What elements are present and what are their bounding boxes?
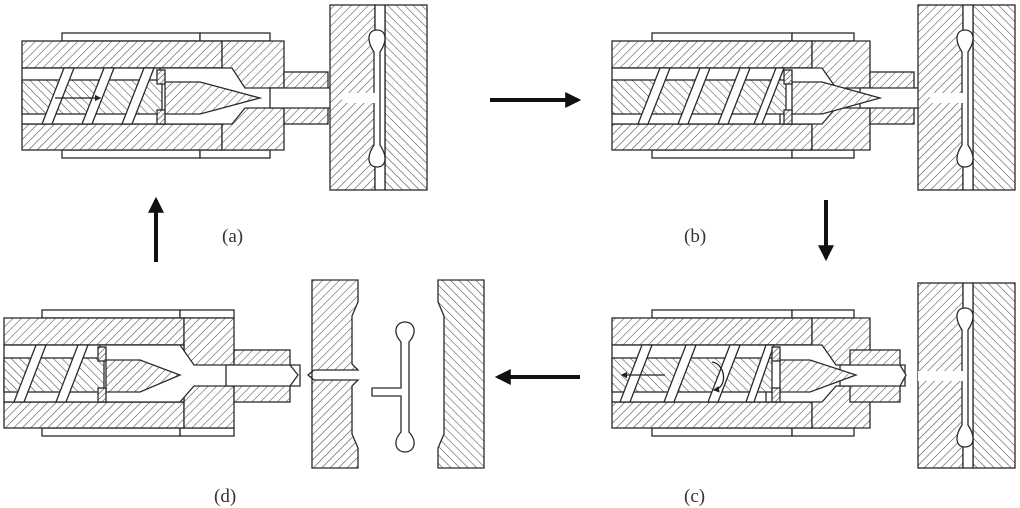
mold-moving-half <box>972 4 1016 191</box>
sprue <box>342 93 378 103</box>
heater-band <box>61 149 201 159</box>
screw-tip <box>164 81 263 115</box>
check-ring-top <box>97 346 107 362</box>
mold-moving-half <box>384 4 428 191</box>
screw-flight <box>619 344 653 403</box>
check-ring-top <box>156 69 166 85</box>
heater-band <box>791 309 855 319</box>
barrel-wall-bottom <box>611 123 813 151</box>
barrel-wall-top <box>611 317 813 346</box>
screw-tip <box>791 81 883 115</box>
panel-c: (c) <box>611 282 1016 507</box>
mold-open <box>306 279 485 469</box>
screw-flight <box>753 67 785 125</box>
check-ring-bottom <box>156 109 166 125</box>
rotation-arrow <box>711 361 725 393</box>
screw-flight <box>677 67 711 125</box>
sprue <box>930 93 966 103</box>
screw-flight <box>717 67 751 125</box>
flow-arrows <box>148 92 834 385</box>
heater-band <box>651 427 793 437</box>
panel-d: (d) <box>3 279 485 507</box>
barrel-assembly <box>21 32 349 159</box>
panel-label-d: (d) <box>214 486 236 507</box>
panel-label-a: (a) <box>222 226 243 247</box>
barrel-wall-top <box>21 40 223 69</box>
screw-flights <box>637 67 785 125</box>
nozzle-channel <box>225 364 299 387</box>
heater-band <box>651 309 793 319</box>
sprue <box>918 371 966 381</box>
screw-flight <box>663 344 697 403</box>
screw-flights <box>619 344 775 403</box>
barrel-assembly <box>611 309 907 437</box>
screw-flight <box>13 344 47 403</box>
panel-label-c: (c) <box>684 486 705 507</box>
screw-flights <box>41 67 155 125</box>
screw-flights <box>13 344 89 403</box>
heater-band <box>179 427 235 437</box>
mold-moving-half <box>972 282 1016 469</box>
ejected-part <box>371 321 415 453</box>
mold-fixed-half <box>306 279 360 469</box>
check-ring-bottom <box>97 387 107 403</box>
barrel-assembly <box>611 32 936 159</box>
screw-flight <box>121 67 155 125</box>
screw-tip <box>105 359 182 393</box>
check-ring-top <box>783 69 793 85</box>
screw-shaft <box>3 357 105 393</box>
check-ring-bottom <box>783 109 793 125</box>
heater-band <box>651 32 793 42</box>
heater-band <box>41 427 181 437</box>
nozzle-channel <box>839 364 907 387</box>
barrel-assembly <box>3 309 301 437</box>
mold-moving-half <box>437 279 485 469</box>
screw-flight <box>41 67 75 125</box>
panel-label-b: (b) <box>684 226 706 247</box>
mold <box>329 4 428 191</box>
check-ring-top <box>771 346 781 362</box>
barrel-wall-top <box>611 40 813 69</box>
barrel-wall-top <box>3 317 185 346</box>
heater-band <box>651 149 793 159</box>
screw-flight <box>55 344 89 403</box>
screw-tip <box>779 359 858 393</box>
barrel-wall-bottom <box>611 401 813 429</box>
mold <box>917 4 1016 191</box>
heater-band <box>179 309 235 319</box>
heater-band <box>791 149 855 159</box>
heater-band <box>791 427 855 437</box>
barrel-wall-bottom <box>3 401 185 429</box>
screw-flight <box>637 67 671 125</box>
panel-a: (a) <box>21 4 428 247</box>
heater-band <box>61 32 201 42</box>
panel-b: (b) <box>611 4 1016 247</box>
heater-band <box>791 32 855 42</box>
heater-band <box>199 149 271 159</box>
heater-band <box>199 32 271 42</box>
heater-band <box>41 309 181 319</box>
check-ring-bottom <box>771 387 781 403</box>
barrel-wall-bottom <box>21 123 223 151</box>
screw-flight <box>745 344 775 403</box>
mold <box>917 282 1016 469</box>
